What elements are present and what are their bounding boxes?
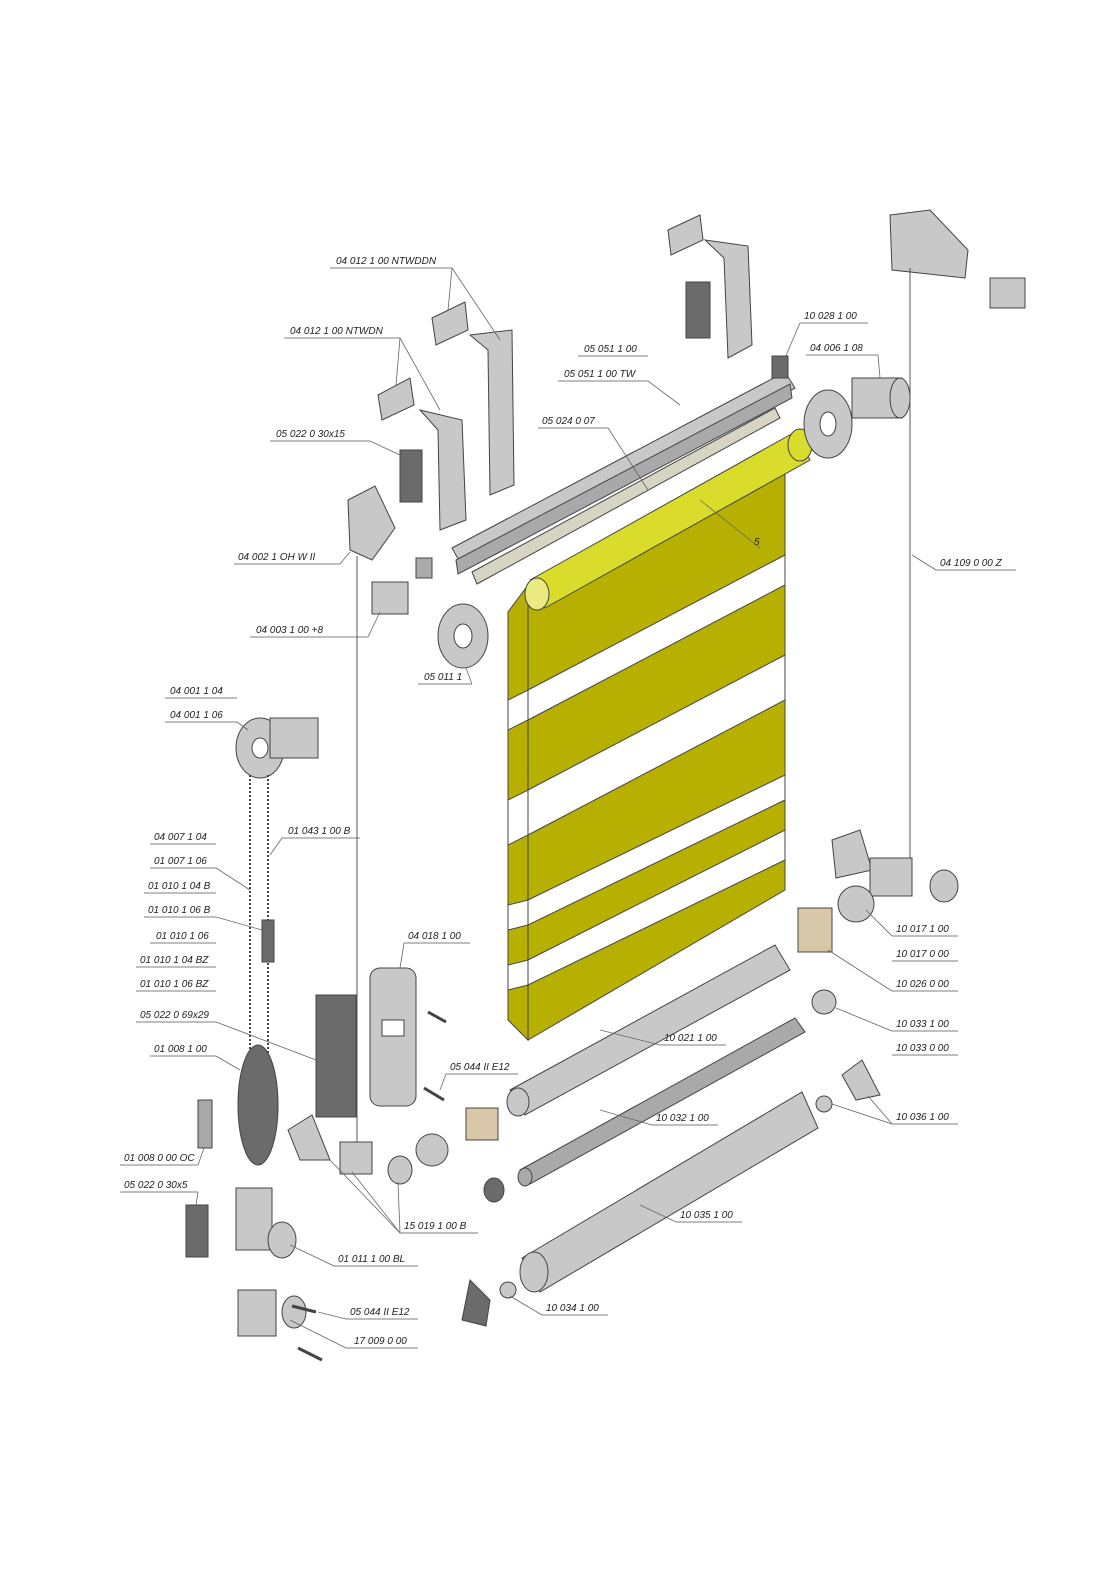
- label-05044iie12-b: 05 044 II E12: [350, 1307, 410, 1318]
- label-10017100: 10 017 1 00: [896, 924, 949, 935]
- head-rail: [451, 371, 796, 575]
- label-10021100: 10 021 1 00: [664, 1033, 717, 1044]
- washer-left: [437, 603, 489, 669]
- label-04001104: 04 001 1 04: [170, 686, 223, 697]
- label-05022069x29: 05 022 0 69x29: [140, 1010, 209, 1021]
- bracket-top-center: [667, 214, 753, 359]
- end-cap-left: [347, 485, 433, 615]
- pad-30x5: [185, 1204, 209, 1258]
- pad-30x15: [399, 449, 423, 503]
- label-17009000: 17 009 0 00: [354, 1336, 407, 1347]
- label-10033100: 10 033 1 00: [896, 1019, 949, 1030]
- end-plug-right: [851, 377, 911, 419]
- label-04109000z: 04 109 0 00 Z: [940, 558, 1003, 569]
- chain-guide: [235, 1187, 297, 1259]
- label-10035100: 10 035 1 00: [680, 1210, 733, 1221]
- label-04006108: 04 006 1 08: [810, 343, 863, 354]
- bottom-rail: [519, 1091, 819, 1293]
- pad-69x29: [315, 994, 357, 1118]
- tube-10021: [506, 944, 791, 1117]
- label-050111: 05 011 1: [424, 672, 462, 683]
- label-10026000: 10 026 0 00: [896, 979, 949, 990]
- flat-strip: [471, 407, 781, 585]
- label-01010106: 01 010 1 06: [156, 931, 209, 942]
- label-01010104bz: 01 010 1 04 BZ: [140, 955, 209, 966]
- label-05022030x15: 05 022 0 30x15: [276, 429, 345, 440]
- bracket-top-right: [889, 209, 1026, 309]
- label-10032100: 10 032 1 00: [656, 1113, 709, 1124]
- label-05022030x5: 05 022 0 30x5: [124, 1180, 188, 1191]
- small-caps: [415, 989, 881, 1327]
- label-01008100: 01 008 1 00: [154, 1044, 207, 1055]
- label-01010106b: 01 010 1 06 B: [148, 905, 211, 916]
- label-04018100: 04 018 1 00: [408, 931, 461, 942]
- label-15019100b: 15 019 1 00 B: [404, 1221, 467, 1232]
- small-clip: [771, 355, 789, 379]
- label-10033000: 10 033 0 00: [896, 1043, 949, 1054]
- label-10028100: 10 028 1 00: [804, 311, 857, 322]
- washer-right: [803, 389, 853, 459]
- label-01010106bz: 01 010 1 06 BZ: [140, 979, 209, 990]
- label-01008000oc: 01 008 0 00 OC: [124, 1153, 195, 1164]
- label-01007106: 01 007 1 06: [154, 856, 207, 867]
- wall-plate: [369, 967, 417, 1107]
- label-05044iie12-a: 05 044 II E12: [450, 1062, 510, 1073]
- label-10036100: 10 036 1 00: [896, 1112, 949, 1123]
- label-5: 5: [754, 537, 760, 548]
- label-01010104b: 01 010 1 04 B: [148, 881, 211, 892]
- tube-10032: [517, 1017, 806, 1187]
- label-05051100: 05 051 1 00: [584, 344, 637, 355]
- chain-holder: [237, 1289, 307, 1337]
- bottom-plug: [797, 885, 875, 953]
- fabric-panel: [507, 449, 786, 1042]
- label-0400310008: 04 003 1 00 +8: [256, 625, 323, 636]
- label-04001106: 04 001 1 06: [170, 710, 223, 721]
- bracket-bottom-right: [831, 829, 959, 903]
- chain-control: [235, 717, 319, 779]
- label-0400210hwii: 04 002 1 OH W II: [238, 552, 315, 563]
- bead-chain: [249, 775, 275, 1060]
- label-04012100ntwddn: 04 012 1 00 NTWDDN: [336, 256, 437, 267]
- bottom-left-bracket: [287, 1114, 413, 1185]
- label-04012100ntwdn: 04 012 1 00 NTWDN: [290, 326, 384, 337]
- label-04007104: 04 007 1 04: [154, 832, 207, 843]
- chain-connector: [197, 1099, 213, 1149]
- label-01011100bl: 01 011 1 00 BL: [338, 1254, 405, 1265]
- chain-weight: [237, 1044, 279, 1166]
- label-10017000: 10 017 0 00: [896, 949, 949, 960]
- label-0104310b: 01 043 1 00 B: [288, 826, 351, 837]
- bracket-ntwdn: [377, 377, 467, 531]
- leader-lines: [120, 267, 1016, 1349]
- screws: [291, 1010, 447, 1362]
- label-05051100tw: 05 051 1 00 TW: [564, 369, 637, 380]
- bracket-ntwddn: [431, 301, 515, 496]
- label-10034100: 10 034 1 00: [546, 1303, 599, 1314]
- part-labels: 04 012 1 00 NTWDDN 04 012 1 00 NTWDN 05 …: [124, 256, 1003, 1347]
- label-05024007: 05 024 0 07: [542, 416, 595, 427]
